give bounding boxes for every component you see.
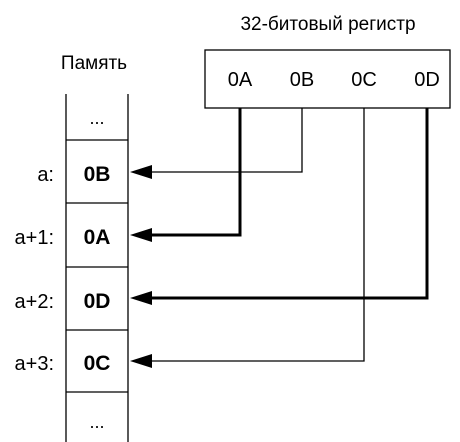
register-byte-0a: 0A xyxy=(228,69,253,91)
memory-value-a: 0B xyxy=(84,163,111,186)
memory-address-a: a: xyxy=(37,164,54,186)
register-box xyxy=(204,49,451,109)
memory-address-a2: a+2: xyxy=(15,291,54,313)
arrowhead-a1 xyxy=(130,228,152,242)
memory-value-a2: 0D xyxy=(84,290,111,313)
arrowhead-a3 xyxy=(130,354,152,368)
register-title: 32-битовый регистр xyxy=(240,14,415,35)
memory-address-a1: a+1: xyxy=(15,227,54,249)
memory-address-a3: a+3: xyxy=(15,353,54,375)
connector-0a-to-a1 xyxy=(144,108,242,237)
connector-0c-to-a3 xyxy=(144,108,365,362)
memory-value-a1: 0A xyxy=(84,226,111,249)
connector-0b-to-a xyxy=(144,108,303,173)
arrowhead-a xyxy=(130,165,152,179)
register-byte-0c: 0C xyxy=(351,69,377,91)
memory-ellipsis-bottom: ... xyxy=(89,412,104,432)
memory-ellipsis-top: ... xyxy=(89,108,104,128)
register-byte-0b: 0B xyxy=(290,69,314,91)
connector-0d-to-a2 xyxy=(144,108,429,300)
arrowhead-a2 xyxy=(130,291,152,305)
memory-value-a3: 0C xyxy=(84,352,111,375)
memory-title: Память xyxy=(61,53,127,74)
register-byte-0d: 0D xyxy=(414,69,440,91)
